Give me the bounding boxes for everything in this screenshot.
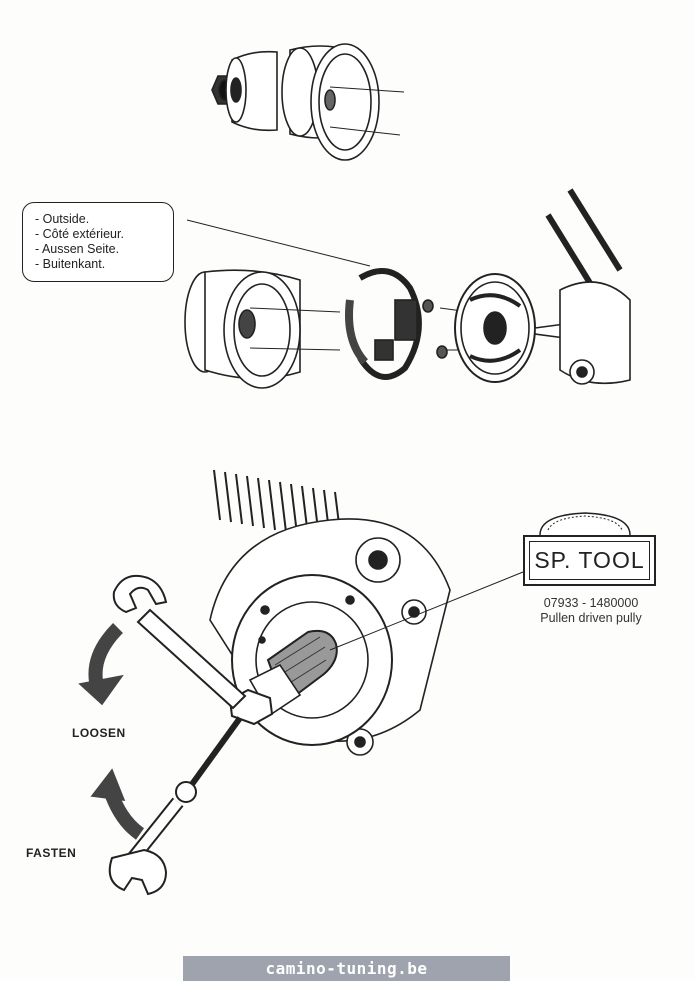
sp-tool-description: Pullen driven pully	[540, 611, 642, 625]
puller-tool-illustration	[108, 469, 631, 896]
callout-line-nl: - Buitenkant.	[35, 257, 106, 271]
outside-callout-box: - Outside. - Côté extérieur. - Aussen Se…	[22, 202, 174, 282]
clutch-exploded-view	[184, 188, 631, 389]
sp-tool-caption: 07933 - 1480000 Pullen driven pully	[521, 596, 661, 626]
callout-leader-line	[186, 219, 371, 267]
footer-site-text: camino-tuning.be	[265, 959, 428, 978]
sp-tool-box: SP. TOOL	[523, 535, 656, 586]
footer-watermark-bar: camino-tuning.be	[183, 956, 510, 981]
callout-line-en: - Outside.	[35, 212, 90, 226]
fasten-label: FASTEN	[26, 846, 77, 860]
sp-tool-label: SP. TOOL	[529, 541, 650, 580]
loosen-arrow-icon	[78, 623, 124, 706]
clutch-drum-assembled	[211, 43, 405, 161]
loosen-label: LOOSEN	[72, 726, 126, 740]
sp-tool-part-number: 07933 - 1480000	[543, 596, 639, 610]
fasten-arrow-icon	[90, 768, 145, 840]
callout-line-fr: - Côté extérieur.	[35, 227, 124, 241]
callout-line-de: - Aussen Seite.	[35, 242, 120, 256]
